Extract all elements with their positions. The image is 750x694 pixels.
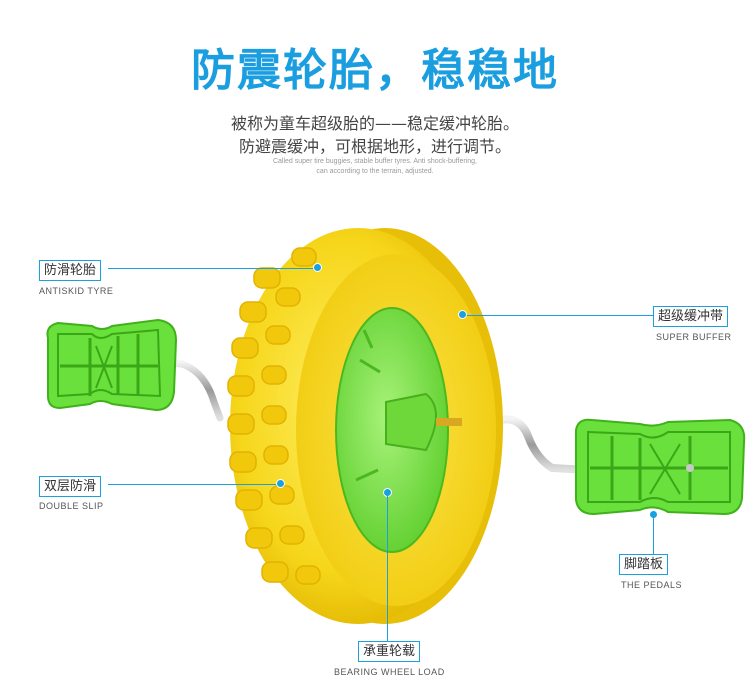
callout-antiskid-dot [313, 263, 322, 272]
callout-bearing-english: BEARING WHEEL LOAD [334, 667, 445, 677]
callout-pedals-line [653, 515, 654, 555]
english-caption-line-2: can according to the terrain, adjusted. [316, 168, 434, 175]
axle-cone [385, 392, 437, 452]
callout-pedals-english: THE PEDALS [621, 580, 683, 590]
subtitle-line-1: 被称为童车超级胎的——稳定缓冲轮胎。 [230, 114, 519, 133]
left-crank-axle [156, 358, 224, 422]
subtitle-line-2: 防避震缓冲，可根据地形，进行调节。 [238, 137, 511, 156]
right-crank-axle [451, 415, 592, 474]
page-title: 防震轮胎，稳稳地 [191, 45, 559, 96]
callout-super-buffer-dot [458, 310, 467, 319]
callout-super-buffer-label: 超级缓冲带 [653, 306, 729, 327]
callout-antiskid-line [108, 268, 316, 269]
tire-tread [227, 247, 321, 585]
callout-pedals-label: 脚踏板 [619, 554, 669, 575]
callout-double-slip-line [108, 484, 280, 485]
callout-double-slip-english: DOUBLE SLIP [39, 501, 104, 511]
callout-super-buffer-line [462, 315, 653, 316]
left-pedal [46, 318, 178, 412]
callout-antiskid-label: 防滑轮胎 [39, 260, 102, 281]
callout-bearing-label: 承重轮载 [358, 641, 421, 662]
english-caption-line-1: Called super tire buggies, stable buffer… [272, 158, 478, 165]
callout-double-slip-dot [276, 479, 285, 488]
callout-bearing-line [387, 493, 388, 641]
right-pedal [575, 418, 746, 516]
callout-antiskid-english: ANTISKID TYRE [39, 286, 114, 296]
callout-super-buffer-english: SUPER BUFFER [656, 332, 732, 342]
callout-double-slip-label: 双层防滑 [39, 476, 102, 497]
